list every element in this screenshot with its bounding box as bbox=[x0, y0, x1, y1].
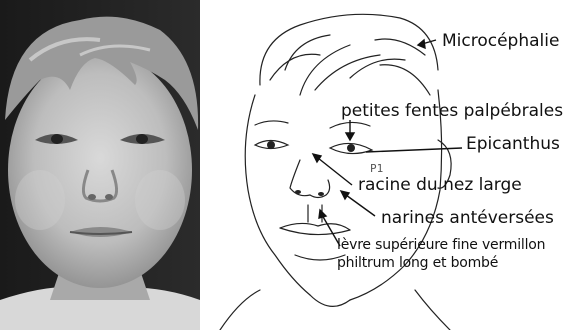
label-philtrum: philtrum long et bombé bbox=[337, 256, 498, 270]
label-nostrils: narines antéversées bbox=[381, 210, 554, 227]
label-nasal-root: racine du nez large bbox=[358, 177, 522, 194]
label-microcephaly: Microcéphalie bbox=[442, 33, 559, 50]
label-palpebral: petites fentes palpébrales bbox=[341, 103, 563, 120]
child-photo bbox=[0, 0, 200, 330]
right-pupil bbox=[347, 144, 355, 152]
label-upper-lip: lèvre supérieure fine vermillon bbox=[337, 238, 545, 252]
handwritten-mark: P1 bbox=[370, 162, 383, 175]
label-epicanthus: Epicanthus bbox=[466, 136, 560, 153]
left-pupil bbox=[267, 141, 275, 149]
